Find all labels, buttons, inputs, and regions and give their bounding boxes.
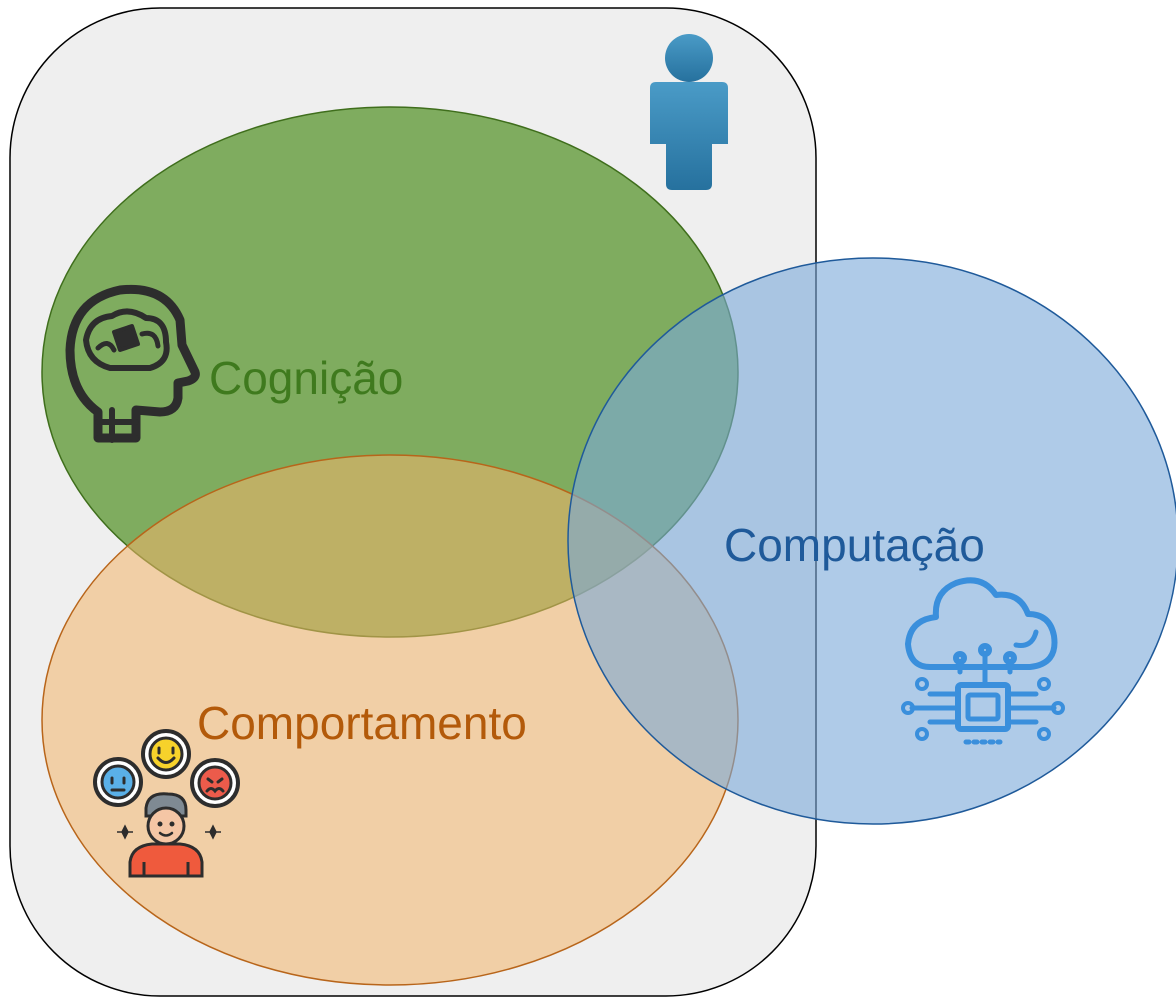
computation-label: Computação — [724, 519, 985, 571]
brain-head-icon — [65, 284, 200, 443]
emotions-person-icon — [93, 729, 240, 878]
computation-ellipse — [567, 257, 1176, 825]
cloud-chip-icon — [901, 577, 1065, 745]
behavior-label: Comportamento — [197, 697, 527, 749]
user-silhouette-icon — [650, 34, 728, 190]
cognition-label: Cognição — [209, 352, 403, 404]
